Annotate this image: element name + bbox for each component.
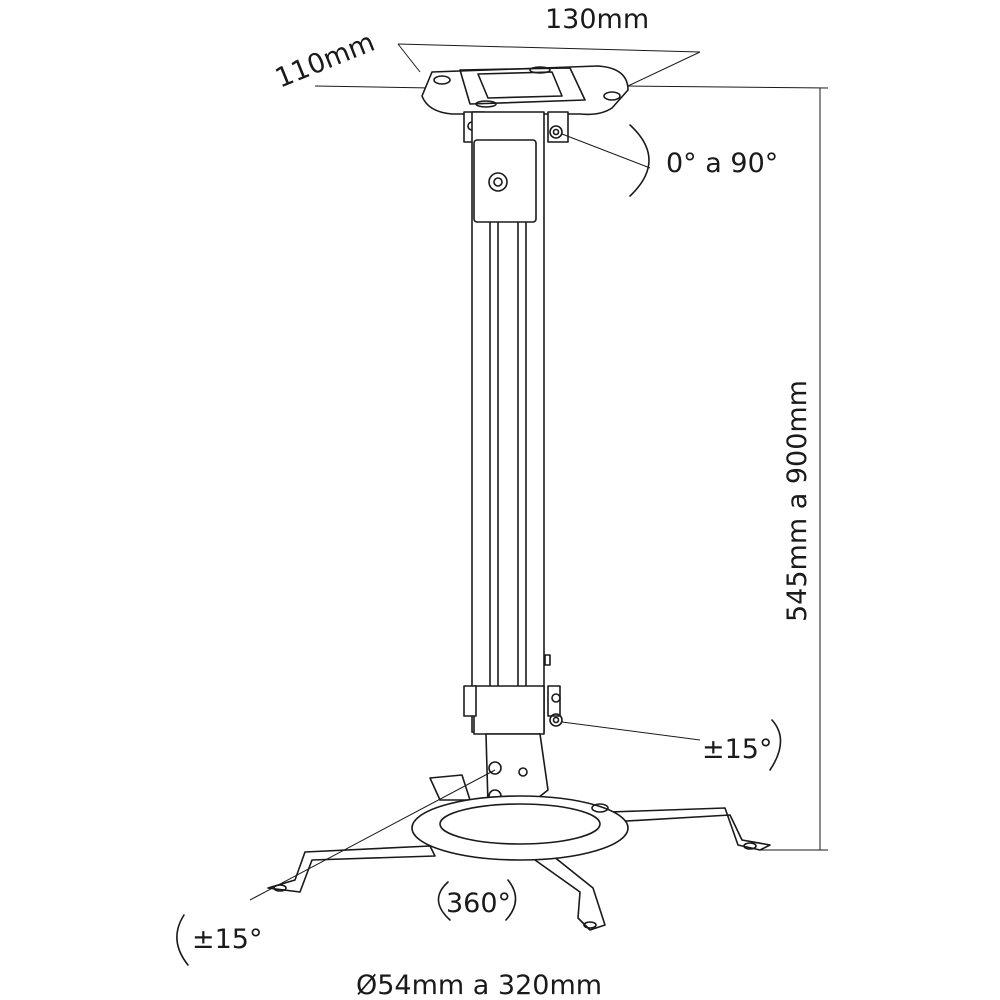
- tilt-lower-label: ±15°: [702, 734, 772, 765]
- tilt-arm-label: ±15°: [192, 924, 262, 955]
- rotation-arrows: [176, 124, 782, 966]
- height-range-label: 545mm a 900mm: [782, 380, 813, 622]
- lower-bracket: [463, 685, 563, 813]
- extension-pole: [471, 111, 551, 735]
- plate-width-label: 130mm: [545, 4, 649, 35]
- rotation-label: 360°: [446, 888, 511, 919]
- spider-arms: [267, 774, 771, 931]
- plate-dimension-lines: [314, 43, 829, 851]
- leader-lines: [249, 133, 701, 901]
- ceiling-plate: [421, 65, 629, 116]
- tilt-top-label: 0° a 90°: [666, 148, 778, 179]
- plate-depth-label: 110mm: [271, 27, 379, 95]
- arm-range-label: Ø54mm a 320mm: [356, 970, 602, 1000]
